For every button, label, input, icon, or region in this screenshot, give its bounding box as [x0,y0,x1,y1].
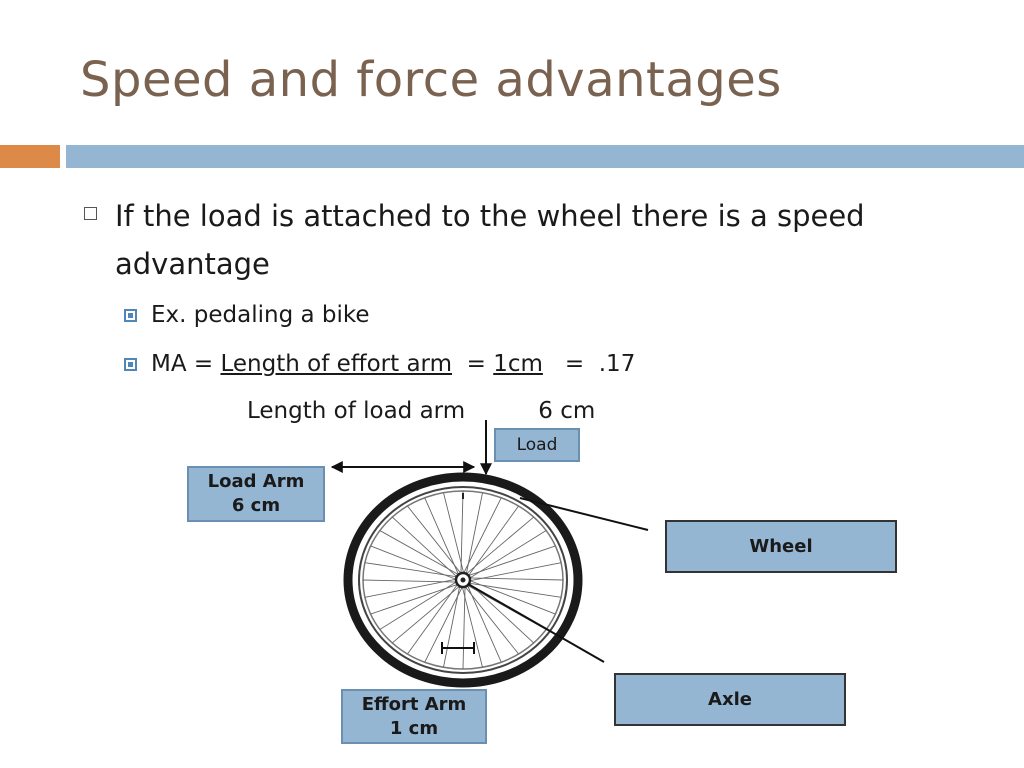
wheel-spoke [466,584,502,663]
wheel-spoke [443,585,461,668]
slide-title: Speed and force advantages [80,52,782,108]
axle-label: Axle [614,673,846,726]
wheel-spoke [468,530,547,579]
wheel-spoke [461,585,483,668]
ma-result: = .17 [542,351,636,377]
wheel-spoke [443,492,465,575]
square-bullet-icon [124,309,137,322]
wheel-spoke [468,582,535,644]
wheel-spoke [468,562,562,582]
ma-numerator: Length of effort arm [220,351,453,377]
wheel-spoke [424,585,464,663]
load-arm-label: Load Arm 6 cm [187,466,325,522]
wheel-pointer-line [519,497,649,531]
wheel-spoke [391,585,461,644]
ma-prefix: MA = [151,351,221,377]
wheel-spoke [370,583,459,615]
wheel-spoke [424,497,460,576]
wheel-spoke [379,581,458,630]
wheel-spoke [467,545,556,577]
wheel-spoke [407,583,459,655]
accent-bar-orange [0,145,60,168]
wheel-spoke [462,497,502,575]
wheel-spoke [465,492,483,575]
wheel-label: Wheel [665,520,897,573]
wheel-spoke [391,516,458,578]
effort-arm-indicator [441,642,475,654]
wheel-spoke [465,516,535,575]
wheel-spoke [379,530,460,576]
wheel-spoke [467,505,519,577]
wheel-spoke [370,545,458,581]
square-bullet-icon [124,358,137,371]
ma-numerator-value: 1cm [493,351,543,377]
load-label: Load [494,428,580,462]
wheel-spoke [464,585,519,655]
wheel-spoke [362,579,458,583]
hollow-square-bullet-icon [84,207,97,220]
accent-bar-blue [66,145,1024,168]
main-bullet-line1: If the load is attached to the wheel the… [115,199,865,233]
wheel-spoke [468,579,556,615]
main-bullet: If the load is attached to the wheel the… [84,192,984,288]
wheel-spoke [460,490,464,575]
wheel-spoke [462,585,466,670]
wheel-spoke [468,582,562,598]
bicycle-wheel-icon [343,472,583,688]
main-bullet-line2: advantage [115,247,270,281]
sub-bullet-ma: MA = Length of effort arm = 1cm = .17 [124,349,635,379]
sub-bullet-example: Ex. pedaling a bike [124,300,370,330]
wheel-spoke [364,562,458,578]
axle-pointer-line [467,583,605,663]
ma-equals-1: = [452,351,494,377]
sub-bullet-example-text: Ex. pedaling a bike [151,302,370,328]
ma-denominator: Length of load arm 6 cm [247,398,596,424]
wheel-spoke [407,505,462,575]
effort-arm-label: Effort Arm 1 cm [341,689,487,744]
